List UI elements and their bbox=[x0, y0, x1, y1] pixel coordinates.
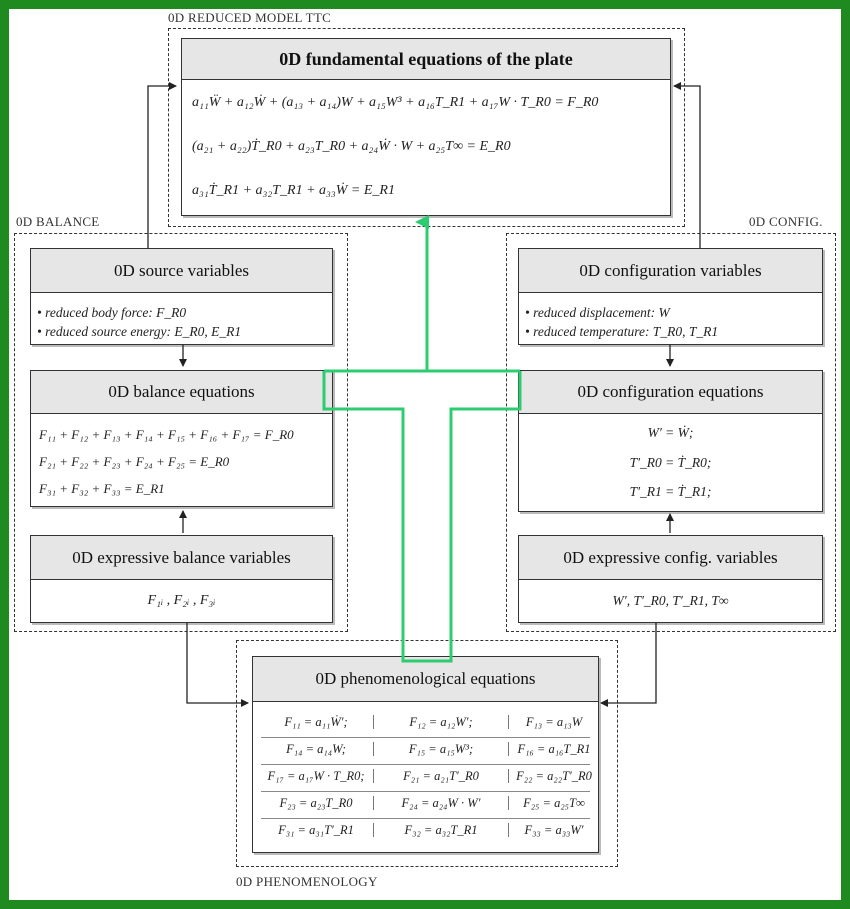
expressive-config-variables-list: W′, T′_R0, T′_R1, T∞ bbox=[612, 593, 729, 608]
group-balance bbox=[14, 233, 348, 632]
source-variables-box: 0D source variables • reduced body force… bbox=[30, 248, 333, 345]
arrow-config-to-fundamental bbox=[673, 82, 701, 248]
configuration-eq-2: T′_R0 = Ṫ_R0; bbox=[629, 455, 712, 470]
phenom-cell: F₃₃ = a₃₃W′ bbox=[524, 823, 584, 837]
phenom-cell: F₁₂ = a₁₂W′; bbox=[409, 715, 473, 729]
balance-equations-box: 0D balance equations F₁₁ + F₁₂ + F₁₃ + F… bbox=[30, 370, 333, 507]
expressive-config-variables-box: 0D expressive config. variables W′, T′_R… bbox=[518, 535, 823, 623]
group-config bbox=[506, 233, 836, 632]
phenom-cell: F₃₁ = a₃₁T′_R1 bbox=[278, 823, 354, 837]
phenom-row-divider bbox=[261, 764, 590, 765]
fundamental-eq-2: (a₂₁ + a₂₂)Ṫ_R0 + a₂₃T_R0 + a₂₄Ẇ · W + a… bbox=[192, 139, 511, 154]
configuration-equations-box: 0D configuration equations W′ = Ẇ; T′_R0… bbox=[518, 370, 823, 512]
balance-eq-2: F₂₁ + F₂₂ + F₂₃ + F₂₄ + F₂₅ = E_R0 bbox=[39, 454, 230, 469]
source-variables-title: 0D source variables bbox=[31, 249, 332, 293]
phenom-column-divider bbox=[508, 742, 509, 756]
phenomenological-table: F₁₁ = a₁₁Ẇ′; F₁₂ = a₁₂W′; F₁₃ = a₁₃W F₁₄ = … bbox=[261, 709, 592, 846]
group-label-reduced-model: 0D REDUCED MODEL TTC bbox=[168, 10, 332, 25]
phenom-column-divider bbox=[508, 796, 509, 810]
phenom-row-divider bbox=[261, 818, 590, 819]
phenom-row-divider bbox=[261, 791, 590, 792]
phenom-row-divider bbox=[261, 737, 590, 738]
phenom-column-divider bbox=[373, 769, 374, 783]
phenomenological-equations-box: 0D phenomenological equations F₁₁ = a₁₁Ẇ… bbox=[252, 656, 599, 853]
arrow-source-to-fundamental bbox=[147, 82, 177, 248]
expressive-balance-variables-title: 0D expressive balance variables bbox=[31, 536, 332, 580]
fundamental-equations-box: 0D fundamental equations of the plate a₁… bbox=[181, 38, 671, 216]
arrow-config-vars-to-phenom bbox=[600, 623, 657, 707]
balance-eq-3: F₃₁ + F₃₂ + F₃₃ = E_R1 bbox=[39, 481, 165, 496]
expressive-config-variables-title: 0D expressive config. variables bbox=[519, 536, 822, 580]
phenom-cell: F₁₄ = a₁₄W; bbox=[286, 742, 346, 756]
phenom-column-divider bbox=[373, 796, 374, 810]
phenom-column-divider bbox=[508, 823, 509, 837]
configuration-variables-item: • reduced temperature: T_R0, T_R1 bbox=[525, 324, 719, 339]
balance-eq-1: F₁₁ + F₁₂ + F₁₃ + F₁₄ + F₁₅ + F₁₆ + F₁₇ … bbox=[39, 427, 294, 442]
configuration-variables-box: 0D configuration variables • reduced dis… bbox=[518, 248, 823, 345]
group-label-balance: 0D BALANCE bbox=[16, 214, 100, 229]
balance-equations-title: 0D balance equations bbox=[31, 371, 332, 414]
configuration-variables-item: • reduced displacement: W bbox=[525, 305, 670, 320]
phenom-cell: F₂₄ = a₂₄W · W′ bbox=[401, 796, 481, 810]
configuration-eq-1: W′ = Ẇ; bbox=[647, 425, 694, 440]
phenom-cell: F₁₇ = a₁₇W · T_R0; bbox=[267, 769, 365, 783]
group-phenomenology bbox=[236, 640, 618, 867]
phenom-cell: F₂₃ = a₂₃T_R0 bbox=[279, 796, 353, 810]
highlight-path-top bbox=[324, 215, 429, 373]
phenom-cell: F₂₂ = a₂₂T′_R0 bbox=[516, 769, 592, 783]
phenom-cell: F₁₆ = a₁₆T_R1 bbox=[517, 742, 591, 756]
expressive-balance-variables-box: 0D expressive balance variables F₁ᵢ , F₂… bbox=[30, 535, 333, 623]
phenomenological-equations-title: 0D phenomenological equations bbox=[253, 657, 598, 702]
phenom-column-divider bbox=[508, 769, 509, 783]
phenom-cell: F₃₂ = a₃₂T_R1 bbox=[404, 823, 478, 837]
phenom-column-divider bbox=[508, 715, 509, 729]
phenom-cell: F₁₅ = a₁₅W³; bbox=[408, 742, 474, 756]
configuration-eq-3: T′_R1 = Ṫ_R1; bbox=[629, 484, 712, 499]
highlight-path bbox=[322, 371, 522, 663]
group-label-config: 0D CONFIG. bbox=[749, 214, 823, 229]
phenom-column-divider bbox=[373, 742, 374, 756]
phenom-column-divider bbox=[373, 823, 374, 837]
fundamental-eq-3: a₃₁Ṫ_R1 + a₃₂T_R1 + a₃₃Ẇ = E_R1 bbox=[192, 183, 395, 198]
source-variables-item: • reduced body force: F_R0 bbox=[37, 305, 187, 320]
phenom-cell: F₁₁ = a₁₁Ẇ′; bbox=[284, 715, 348, 729]
fundamental-equations-title: 0D fundamental equations of the plate bbox=[182, 39, 670, 80]
phenom-cell: F₁₃ = a₁₃W bbox=[525, 715, 583, 729]
phenom-cell: F₂₅ = a₂₅T∞ bbox=[523, 796, 585, 810]
fundamental-eq-1: a₁₁Ẅ + a₁₂Ẇ + (a₁₃ + a₁₄)W + a₁₅W³ + a₁₆… bbox=[192, 95, 599, 110]
source-variables-item: • reduced source energy: E_R0, E_R1 bbox=[37, 324, 242, 339]
configuration-variables-title: 0D configuration variables bbox=[519, 249, 822, 293]
phenom-cell: F₂₁ = a₂₁T′_R0 bbox=[403, 769, 479, 783]
configuration-equations-title: 0D configuration equations bbox=[519, 371, 822, 414]
expressive-balance-variables-list: F₁ᵢ , F₂ᵢ , F₃ᵢ bbox=[147, 593, 216, 608]
phenom-column-divider bbox=[373, 715, 374, 729]
arrow-balance-vars-to-phenom bbox=[186, 623, 249, 707]
group-label-phenomenology: 0D PHENOMENOLOGY bbox=[236, 874, 378, 889]
